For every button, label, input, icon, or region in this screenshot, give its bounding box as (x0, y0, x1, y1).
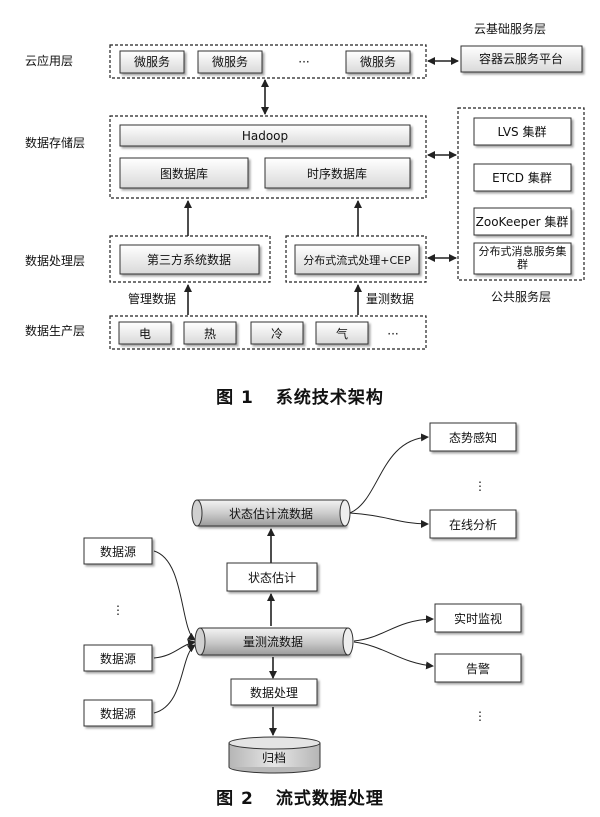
state-stream-pipe (191, 499, 351, 527)
link-source3-to-measure (153, 644, 196, 714)
processing-left-frame (109, 235, 271, 283)
source-label-cold: 冷 (271, 327, 283, 341)
source-box-gas (315, 321, 369, 345)
etcd-cluster-box (473, 163, 572, 192)
data-source-label-3: 数据源 (100, 706, 136, 721)
figure-2-stream-processing: 态势感知 ⋮ 在线分析 状态估计流数据 状态估计 数据源 ⋮ 数据源 数据源 (83, 422, 522, 774)
timeseries-db-label: 时序数据库 (307, 166, 367, 181)
output-label-alarm: 告警 (466, 661, 490, 676)
message-cluster-label: 分布式消息服务集群 (478, 245, 567, 271)
output-label-monitoring: 实时监视 (454, 611, 502, 626)
container-platform-box (460, 45, 583, 73)
data-source-label-2: 数据源 (100, 651, 136, 666)
link-state-to-online (349, 512, 429, 528)
etcd-cluster-label: ETCD 集群 (492, 170, 552, 185)
data-sources-vdots: ⋮ (112, 603, 124, 617)
stream-cep-label: 分布式流式处理+CEP (303, 253, 411, 267)
figure-1-caption-text: 系统技术架构 (275, 388, 384, 408)
source-box-electric (118, 321, 172, 345)
output-box-situation (429, 422, 517, 452)
figure-1-caption: 图 1 系统技术架构 (0, 383, 600, 408)
data-processing-label: 数据处理 (250, 685, 298, 700)
microservice-label-2: 微服务 (212, 54, 248, 69)
figure-1-caption-number: 图 1 (216, 388, 254, 408)
archive-cylinder (228, 736, 321, 774)
top-outputs-vdots: ⋮ (474, 479, 486, 493)
output-box-monitoring (434, 603, 522, 633)
stream-cep-box (294, 244, 420, 275)
microservice-label-3: 微服务 (360, 54, 396, 69)
source-box-heat (183, 321, 237, 345)
message-cluster-label-wrap: 分布式消息服务集群 (478, 245, 567, 271)
link-source2-to-measure (153, 639, 196, 659)
production-layer-frame (109, 315, 427, 350)
figure-2-caption-number: 图 2 (216, 789, 254, 809)
data-processing-box (230, 678, 318, 706)
data-source-label-1: 数据源 (100, 544, 136, 559)
processing-right-frame (285, 235, 427, 283)
public-service-label: 公共服务层 (491, 289, 551, 304)
figure-2-caption: 图 2 流式数据处理 (0, 784, 600, 809)
output-label-situation: 态势感知 (449, 430, 497, 445)
zookeeper-cluster-label: ZooKeeper 集群 (476, 214, 569, 229)
state-stream-label: 状态估计流数据 (229, 506, 313, 521)
measure-data-label: 量测数据 (366, 291, 414, 306)
layer-label-production: 数据生产层 (25, 323, 85, 338)
data-source-box-2 (83, 644, 153, 672)
third-party-box (119, 244, 260, 275)
output-box-online-analysis (429, 509, 517, 539)
graph-db-label: 图数据库 (160, 166, 208, 181)
source-label-heat: 热 (204, 327, 216, 341)
layer-label-processing: 数据处理层 (25, 253, 85, 268)
measure-stream-pipe (194, 627, 354, 656)
cloud-base-layer-label: 云基础服务层 (474, 21, 546, 36)
source-box-cold (250, 321, 304, 345)
storage-layer-frame (109, 115, 427, 199)
microservice-box-2 (197, 50, 263, 74)
hadoop-label: Hadoop (242, 129, 288, 143)
state-estimation-box (226, 562, 318, 592)
source-label-gas: 气 (336, 326, 348, 341)
zookeeper-cluster-box (473, 207, 572, 236)
output-label-online-analysis: 在线分析 (449, 518, 497, 532)
public-service-frame (457, 107, 585, 281)
layer-label-storage: 数据存储层 (25, 135, 85, 150)
cloud-app-layer-frame (109, 44, 427, 79)
data-source-box-3 (83, 699, 153, 727)
lvs-cluster-box (473, 117, 572, 146)
link-measure-to-monitoring (353, 615, 434, 642)
figure-2-caption-text: 流式数据处理 (275, 789, 384, 809)
link-state-to-situation (349, 433, 429, 514)
container-platform-label: 容器云服务平台 (479, 51, 563, 66)
timeseries-db-box (264, 157, 411, 189)
lvs-cluster-label: LVS 集群 (497, 124, 546, 139)
third-party-label: 第三方系统数据 (147, 252, 231, 267)
source-ellipsis: ··· (387, 327, 398, 341)
microservice-ellipsis: ··· (298, 55, 309, 69)
message-cluster-box (473, 242, 572, 275)
data-source-box-1 (83, 537, 153, 565)
output-box-alarm (434, 653, 522, 683)
graph-db-box (119, 157, 249, 189)
state-estimation-label: 状态估计 (248, 571, 296, 585)
figure-1-architecture: 云应用层 数据存储层 数据处理层 数据生产层 微服务 微服务 ··· 微服务 云… (25, 21, 585, 350)
microservice-label-1: 微服务 (134, 54, 170, 69)
layer-label-cloud-app: 云应用层 (25, 53, 73, 68)
microservice-box-1 (119, 50, 185, 74)
microservice-box-3 (345, 50, 411, 74)
link-source1-to-measure (153, 550, 196, 641)
source-label-electric: 电 (139, 327, 151, 341)
mid-outputs-vdots: ⋮ (474, 709, 486, 723)
mgmt-data-label: 管理数据 (128, 291, 176, 306)
link-measure-to-alarm (353, 641, 434, 670)
hadoop-box (119, 124, 411, 147)
archive-label: 归档 (262, 751, 286, 765)
measure-stream-label: 量测流数据 (243, 634, 303, 649)
